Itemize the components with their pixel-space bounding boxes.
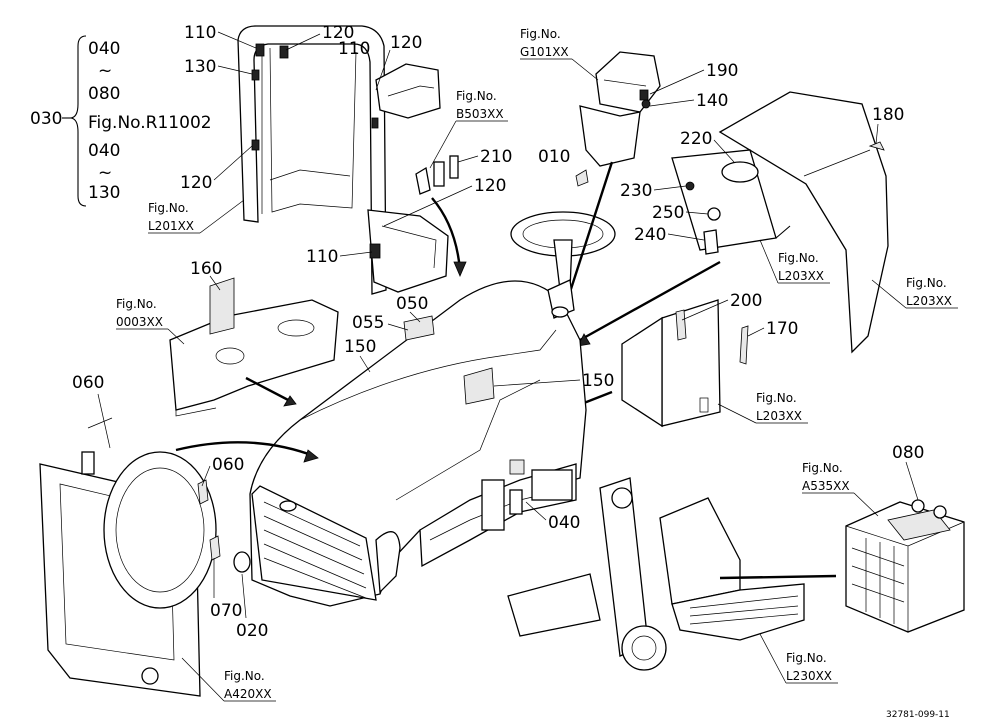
figref-B503XX: B503XX — [456, 107, 504, 121]
arrow-radiator-to-body — [175, 441, 315, 458]
callout-110-bottom: 110 — [306, 247, 338, 267]
callout-170: 170 — [766, 319, 798, 339]
figref-label-L203-right: Fig.No. — [906, 276, 947, 290]
figref-label-A420: Fig.No. — [224, 669, 265, 683]
figref-label-L203-low: Fig.No. — [756, 391, 797, 405]
callout-150-right: 150 — [582, 371, 614, 391]
callout-040-range-start: 040 — [88, 39, 120, 59]
callout-080: 080 — [892, 443, 924, 463]
rear-cover — [718, 91, 889, 354]
callout-230: 230 — [620, 181, 652, 201]
callout-200: 200 — [730, 291, 762, 311]
callout-030: 030 — [30, 109, 62, 129]
callout-020: 020 — [236, 621, 268, 641]
callout-240: 240 — [634, 225, 666, 245]
figref-A420XX: A420XX — [224, 687, 272, 701]
radiator-shroud — [39, 451, 221, 697]
callout-110-top-right: 110 — [338, 39, 370, 59]
tilde-1: ~ — [98, 61, 112, 81]
reference-bracket-030 — [62, 35, 87, 207]
callout-060-side: 060 — [212, 455, 244, 475]
callout-120-top: 120 — [322, 23, 354, 43]
figref-L230XX: L230XX — [786, 669, 832, 683]
arrow-dash-to-steering — [568, 161, 614, 293]
callout-140: 140 — [696, 91, 728, 111]
callout-120-left: 120 — [180, 173, 212, 193]
figref-L203XX-mid: L203XX — [778, 269, 824, 283]
callout-055: 055 — [352, 313, 384, 333]
side-panel — [621, 299, 749, 428]
callout-190: 190 — [706, 61, 738, 81]
callout-080-range-end: 080 — [88, 84, 120, 104]
figref-label-B503: Fig.No. — [456, 89, 497, 103]
drawing-number: 32781-099-11 — [886, 710, 950, 720]
battery — [845, 499, 965, 633]
figref-label-A535: Fig.No. — [802, 461, 843, 475]
tractor-body — [249, 279, 587, 607]
callout-130-range2-end: 130 — [88, 183, 120, 203]
callout-040: 040 — [548, 513, 580, 533]
figref-A535XX: A535XX — [802, 479, 850, 493]
figref-label-G101: Fig.No. — [520, 27, 561, 41]
figref-G101XX: G101XX — [520, 45, 569, 59]
tilde-2: ~ — [98, 163, 112, 183]
callout-050: 050 — [396, 294, 428, 314]
callout-010: 010 — [538, 147, 570, 167]
callout-130: 130 — [184, 57, 216, 77]
arrow-tank-to-body — [245, 376, 293, 404]
callout-210: 210 — [480, 147, 512, 167]
arrow-battery-to-step — [719, 574, 837, 580]
figref-0003XX: 0003XX — [116, 315, 163, 329]
callout-160: 160 — [190, 259, 222, 279]
callout-110-top: 110 — [184, 23, 216, 43]
rear-panel — [671, 149, 777, 255]
lower-frame-step — [507, 477, 837, 671]
fuel-tank-assembly — [169, 277, 339, 417]
callout-180: 180 — [872, 105, 904, 125]
callout-060-top: 060 — [72, 373, 104, 393]
figref-R11002: Fig.No.R11002 — [88, 113, 212, 133]
rops-frame — [237, 25, 449, 295]
callout-220: 220 — [680, 129, 712, 149]
latch-parts — [415, 155, 459, 195]
figref-L201XX: L201XX — [148, 219, 194, 233]
figref-label-0003: Fig.No. — [116, 297, 157, 311]
callout-040-range2-start: 040 — [88, 141, 120, 161]
callout-070: 070 — [210, 601, 242, 621]
figref-L203XX-right: L203XX — [906, 294, 952, 308]
figref-L203XX-low: L203XX — [756, 409, 802, 423]
callout-120-mid: 120 — [474, 176, 506, 196]
figref-label-L230: Fig.No. — [786, 651, 827, 665]
callout-120-top-right: 120 — [390, 33, 422, 53]
dash-panel — [510, 51, 661, 291]
callout-150-left: 150 — [344, 337, 376, 357]
callout-250: 250 — [652, 203, 684, 223]
figref-label-L201: Fig.No. — [148, 201, 189, 215]
arrow-panel-to-body — [579, 260, 721, 342]
figref-label-L203-mid: Fig.No. — [778, 251, 819, 265]
